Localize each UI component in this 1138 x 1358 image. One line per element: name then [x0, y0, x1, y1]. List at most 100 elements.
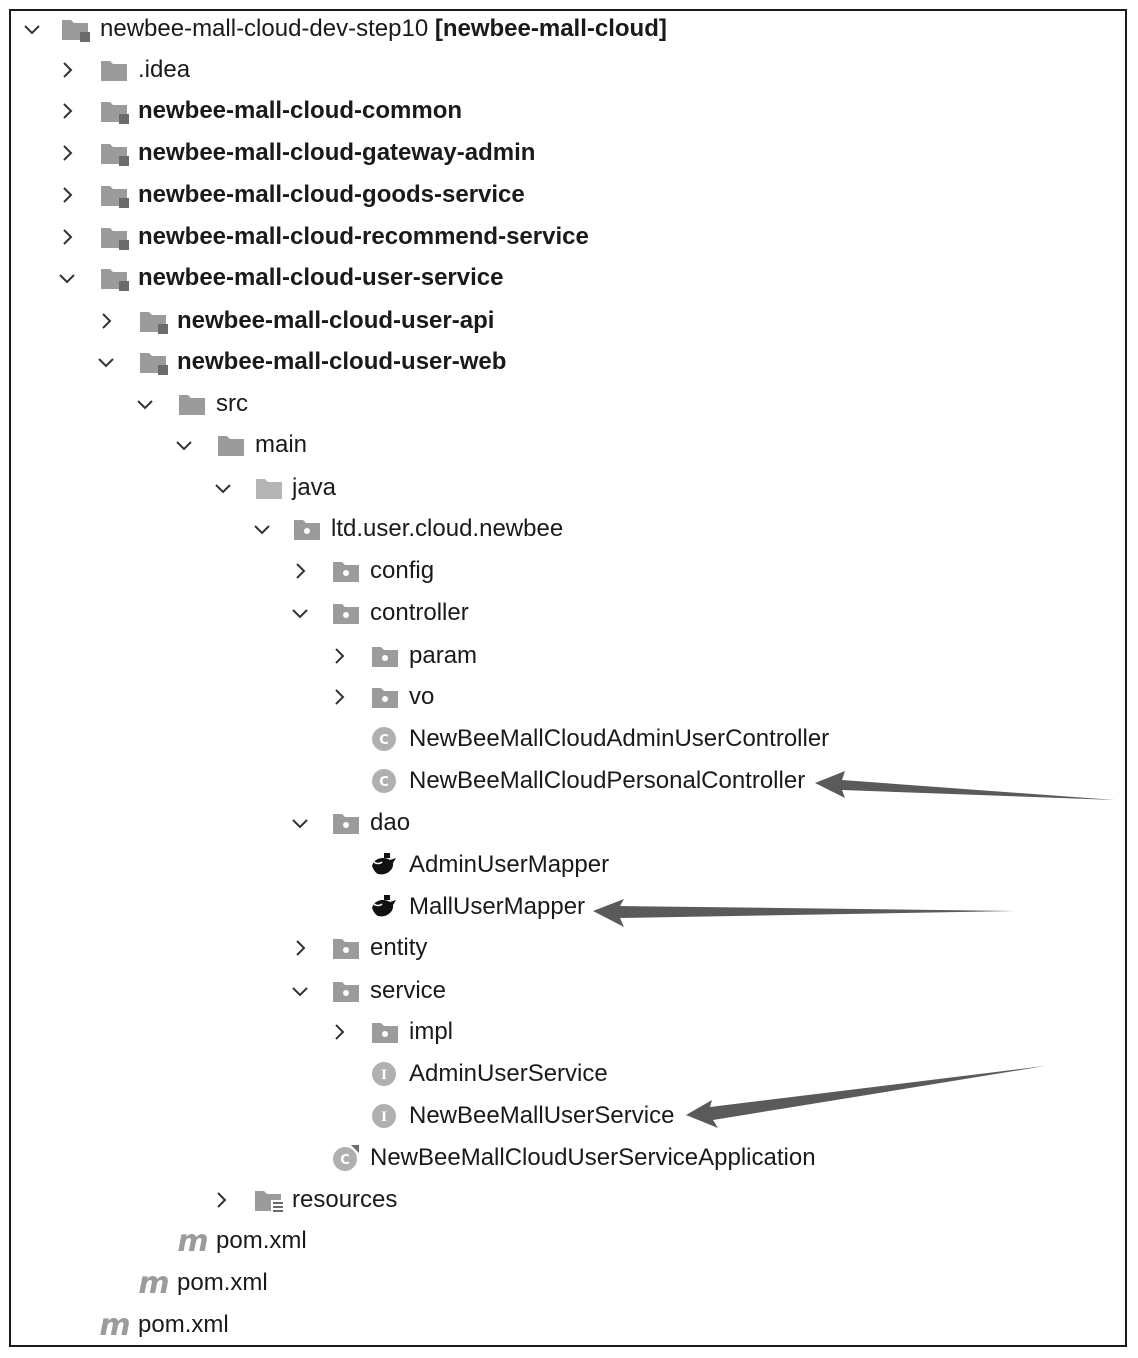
tree-label: AdminUserService	[409, 1060, 608, 1087]
tree-node-impl[interactable]: impl	[11, 1012, 1125, 1052]
tree-node-resources[interactable]: resources	[11, 1180, 1125, 1220]
chevron-right-icon[interactable]	[210, 1189, 232, 1211]
tree-label: pom.xml	[216, 1227, 307, 1254]
tree-node-param[interactable]: param	[11, 636, 1125, 676]
chevron-down-icon[interactable]	[134, 393, 156, 415]
tree-label: main	[255, 431, 308, 458]
tree-node-pom-user-service[interactable]: m pom.xml	[11, 1263, 1125, 1303]
chevron-right-icon[interactable]	[56, 184, 78, 206]
maven-icon-glyph: m	[99, 1310, 130, 1340]
chevron-down-icon[interactable]	[21, 18, 43, 40]
class-icon: C	[368, 766, 400, 796]
tree-node-main[interactable]: main	[11, 425, 1125, 465]
package-icon	[370, 641, 402, 671]
tree-node-pom-root[interactable]: m pom.xml	[11, 1305, 1125, 1345]
maven-icon-glyph: m	[177, 1226, 208, 1256]
tree-label: pom.xml	[138, 1311, 229, 1338]
chevron-down-icon[interactable]	[251, 518, 273, 540]
module-folder-icon	[99, 96, 131, 126]
class-icon-glyph: C	[379, 733, 389, 748]
chevron-down-icon[interactable]	[289, 980, 311, 1002]
chevron-right-icon[interactable]	[56, 142, 78, 164]
folder-icon	[254, 473, 286, 503]
tree-label: NewBeeMallCloudUserServiceApplication	[370, 1144, 816, 1171]
chevron-down-icon[interactable]	[173, 434, 195, 456]
chevron-right-icon[interactable]	[56, 59, 78, 81]
tree-label: java	[292, 474, 337, 501]
package-icon	[292, 514, 324, 544]
chevron-right-icon[interactable]	[328, 1021, 350, 1043]
tree-node-user-web[interactable]: newbee-mall-cloud-user-web	[11, 342, 1125, 382]
tree-node-java[interactable]: java	[11, 468, 1125, 508]
tree-node-mall-user-mapper[interactable]: MallUserMapper	[11, 887, 1125, 927]
tree-label: newbee-mall-cloud-gateway-admin	[138, 139, 536, 166]
tree-node-src[interactable]: src	[11, 384, 1125, 424]
mybatis-mapper-icon	[368, 850, 400, 880]
tree-node-entity[interactable]: entity	[11, 928, 1125, 968]
module-folder-icon	[99, 180, 131, 210]
tree-node-common[interactable]: newbee-mall-cloud-common	[11, 91, 1125, 131]
folder-icon	[99, 55, 131, 85]
package-icon	[331, 933, 363, 963]
module-folder-icon	[99, 138, 131, 168]
package-icon	[331, 556, 363, 586]
tree-label: dao	[370, 809, 411, 836]
tree-node-recommend-service[interactable]: newbee-mall-cloud-recommend-service	[11, 217, 1125, 257]
chevron-right-icon[interactable]	[56, 100, 78, 122]
chevron-right-icon[interactable]	[328, 645, 350, 667]
tree-label: newbee-mall-cloud-common	[138, 97, 463, 124]
chevron-down-icon[interactable]	[289, 602, 311, 624]
interface-icon: I	[368, 1101, 400, 1131]
package-icon	[331, 808, 363, 838]
tree-node-newbee-user-service[interactable]: I NewBeeMallUserService	[11, 1096, 1125, 1136]
tree-node-personal-controller[interactable]: C NewBeeMallCloudPersonalController	[11, 761, 1125, 801]
maven-icon: m	[177, 1226, 209, 1256]
chevron-right-icon[interactable]	[56, 226, 78, 248]
chevron-down-icon[interactable]	[289, 812, 311, 834]
tree-node-admin-user-service[interactable]: I AdminUserService	[11, 1054, 1125, 1094]
tree-node-idea[interactable]: .idea	[11, 50, 1125, 90]
tree-node-admin-user-controller[interactable]: C NewBeeMallCloudAdminUserController	[11, 719, 1125, 759]
module-folder-icon	[138, 306, 170, 336]
tree-node-application[interactable]: C NewBeeMallCloudUserServiceApplication	[11, 1138, 1125, 1178]
chevron-down-icon[interactable]	[56, 267, 78, 289]
tree-node-pom-web[interactable]: m pom.xml	[11, 1221, 1125, 1261]
tree-node-user-service[interactable]: newbee-mall-cloud-user-service	[11, 258, 1125, 298]
chevron-down-icon[interactable]	[95, 351, 117, 373]
module-folder-icon	[60, 14, 92, 44]
maven-icon: m	[138, 1268, 170, 1298]
tree-node-gateway-admin[interactable]: newbee-mall-cloud-gateway-admin	[11, 133, 1125, 173]
tree-node-vo[interactable]: vo	[11, 677, 1125, 717]
tree-node-config[interactable]: config	[11, 551, 1125, 591]
tree-label: impl	[409, 1018, 454, 1045]
interface-icon-glyph: I	[381, 1068, 387, 1083]
tree-label: .idea	[138, 56, 191, 83]
tree-node-user-api[interactable]: newbee-mall-cloud-user-api	[11, 301, 1125, 341]
tree-label: newbee-mall-cloud-goods-service	[138, 181, 525, 208]
tree-node-goods-service[interactable]: newbee-mall-cloud-goods-service	[11, 175, 1125, 215]
class-icon-glyph: C	[340, 1153, 350, 1168]
tree-node-admin-user-mapper[interactable]: AdminUserMapper	[11, 845, 1125, 885]
chevron-right-icon[interactable]	[289, 560, 311, 582]
chevron-down-icon[interactable]	[212, 477, 234, 499]
tree-label: ltd.user.cloud.newbee	[331, 515, 564, 542]
tree-node-controller[interactable]: controller	[11, 593, 1125, 633]
tree-label: AdminUserMapper	[409, 851, 610, 878]
tree-label: controller	[370, 599, 469, 626]
tree-label: newbee-mall-cloud-user-service	[138, 264, 504, 291]
tree-node-service[interactable]: service	[11, 971, 1125, 1011]
maven-icon-glyph: m	[138, 1268, 169, 1298]
tree-node-root[interactable]: newbee-mall-cloud-dev-step10 [newbee-mal…	[11, 9, 1125, 49]
tree-label: config	[370, 557, 435, 584]
interface-icon: I	[368, 1059, 400, 1089]
package-icon	[331, 598, 363, 628]
package-icon	[370, 1017, 402, 1047]
module-folder-icon	[99, 222, 131, 252]
chevron-right-icon[interactable]	[328, 686, 350, 708]
class-icon-glyph: C	[379, 775, 389, 790]
chevron-right-icon[interactable]	[95, 310, 117, 332]
tree-node-package[interactable]: ltd.user.cloud.newbee	[11, 509, 1125, 549]
tree-label: NewBeeMallCloudPersonalController	[409, 767, 806, 794]
tree-node-dao[interactable]: dao	[11, 803, 1125, 843]
chevron-right-icon[interactable]	[289, 937, 311, 959]
